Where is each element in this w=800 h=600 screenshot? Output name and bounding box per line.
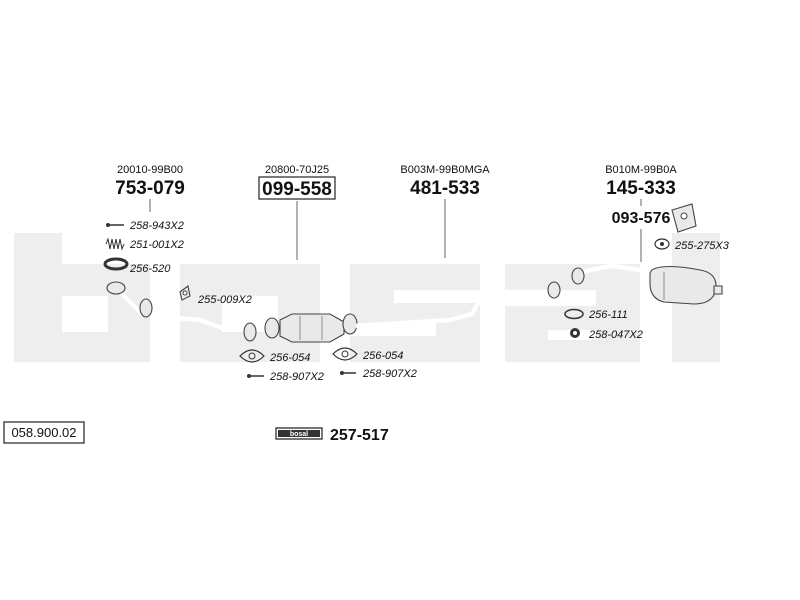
- gasket-icon-1: [239, 349, 265, 363]
- brand-watermark: [14, 233, 720, 362]
- rear-silencer[interactable]: [571, 263, 723, 305]
- ring-gasket-icon: [103, 257, 129, 271]
- accessory-label-bolts-3[interactable]: 258-907X2: [362, 368, 417, 380]
- bolt-icon-2: [247, 374, 264, 378]
- part-number-hanger[interactable]: 093-576: [612, 210, 671, 227]
- accessory-label-sealing-ring[interactable]: 256-111: [588, 309, 628, 321]
- nut-icon: [570, 328, 580, 338]
- fitting-kit[interactable]: bosal 257-517: [275, 427, 389, 444]
- accessory-label-nuts[interactable]: 258-047X2: [588, 329, 643, 341]
- rubber-hanger-icon: [654, 238, 670, 250]
- accessory-label-flange-gasket[interactable]: 255-009X2: [197, 294, 252, 306]
- front-pipe[interactable]: [106, 281, 257, 342]
- bolt-icon-3: [340, 371, 356, 375]
- oem-number-rear-silencer: B010M-99B0A: [605, 164, 677, 176]
- accessory-label-bolts-2[interactable]: 258-907X2: [269, 371, 324, 383]
- accessory-label-rubber-hangers[interactable]: 255-275X3: [674, 240, 730, 252]
- svg-text:bosal: bosal: [290, 431, 308, 438]
- flange-gasket-icon: [179, 285, 191, 301]
- part-number-middle-pipe[interactable]: 481-533: [410, 178, 480, 199]
- accessory-label-bolts[interactable]: 258-943X2: [129, 220, 184, 232]
- oem-number-catalyst: 20800-70J25: [265, 164, 329, 176]
- sealing-ring-icon: [564, 308, 584, 320]
- oem-number-middle-pipe: B003M-99B0MGA: [400, 164, 490, 176]
- accessory-label-springs[interactable]: 251-001X2: [129, 239, 184, 251]
- catalytic-converter[interactable]: [264, 313, 345, 343]
- hanger-bracket[interactable]: [671, 203, 697, 233]
- bolt-icon: [106, 223, 124, 227]
- catalyst-highlight-box: [258, 176, 336, 200]
- bosal-logo: bosal: [275, 427, 323, 440]
- part-number-rear-silencer[interactable]: 145-333: [606, 178, 676, 199]
- spring-icon: [105, 237, 125, 251]
- fitting-kit-number[interactable]: 257-517: [330, 427, 389, 444]
- accessory-label-gasket-1[interactable]: 256-054: [269, 352, 310, 364]
- catalog-number: 058.900.02: [11, 425, 76, 440]
- middle-pipe[interactable]: [342, 281, 561, 335]
- gasket-icon-2: [332, 347, 358, 361]
- part-number-catalyst[interactable]: 099-558: [262, 179, 332, 200]
- accessory-label-gasket-2[interactable]: 256-054: [362, 350, 403, 362]
- oem-number-front-pipe: 20010-99B00: [117, 164, 183, 176]
- leader-lines: [149, 199, 642, 262]
- accessory-label-ring[interactable]: 256-520: [129, 263, 171, 275]
- catalog-number-box: 058.900.02: [3, 421, 85, 444]
- accessory-icons: [103, 223, 670, 378]
- part-number-front-pipe[interactable]: 753-079: [115, 178, 185, 199]
